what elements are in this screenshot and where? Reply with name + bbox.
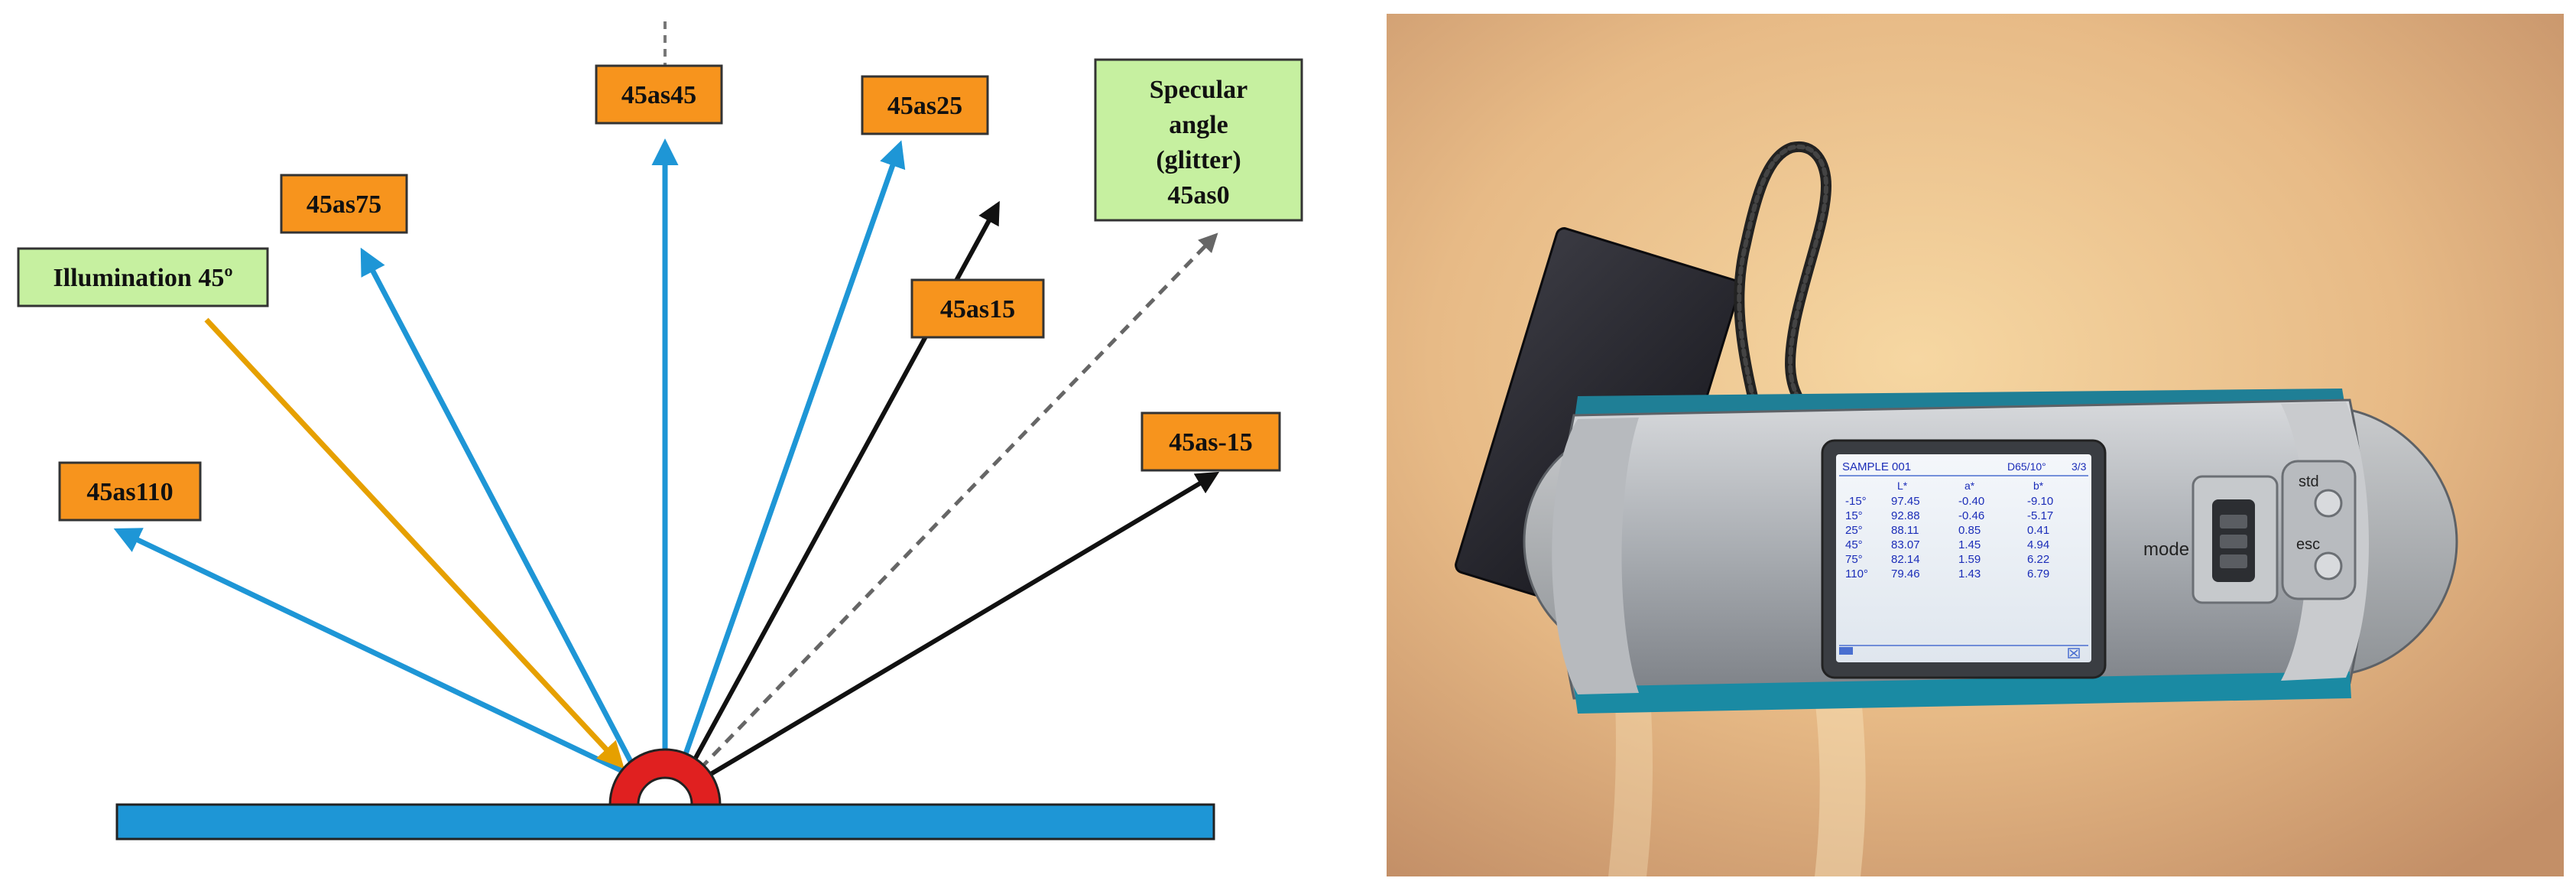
screen-cell: -15° bbox=[1845, 495, 1867, 508]
screen-cell: 83.07 bbox=[1891, 538, 1920, 551]
mode-switch[interactable] bbox=[2192, 475, 2279, 604]
label-45as45: 45as45 bbox=[595, 64, 723, 125]
label-45as-15: 45as-15 bbox=[1140, 411, 1281, 472]
diagram-svg: Illumination 45º 45as110 45as75 45as45 4… bbox=[17, 21, 1303, 841]
screen-sample-id: SAMPLE 001 bbox=[1842, 460, 1911, 473]
screen-cell: 15° bbox=[1845, 509, 1863, 522]
arrow-45as-15 bbox=[709, 471, 1220, 776]
screen-cell: 79.46 bbox=[1891, 567, 1920, 580]
screen-cell: 88.11 bbox=[1891, 524, 1919, 537]
esc-button[interactable]: esc bbox=[2296, 536, 2343, 580]
label-45as110: 45as110 bbox=[58, 461, 202, 522]
esc-label: esc bbox=[2296, 536, 2320, 553]
screen-cell: -9.10 bbox=[2027, 495, 2053, 508]
svg-text:Illumination 45º: Illumination 45º bbox=[53, 264, 232, 292]
screen-cell: -5.17 bbox=[2027, 509, 2053, 522]
screen-cell: 45° bbox=[1845, 538, 1863, 551]
std-label: std bbox=[2299, 473, 2319, 490]
svg-text:45as45: 45as45 bbox=[621, 81, 696, 109]
screen-cell: 6.79 bbox=[2027, 567, 2049, 580]
screen-cell: -0.40 bbox=[1958, 495, 1984, 508]
mode-label: mode bbox=[2143, 539, 2189, 560]
screen-cell: 92.88 bbox=[1891, 509, 1920, 522]
svg-text:(glitter): (glitter) bbox=[1156, 146, 1241, 174]
screen-scroll-indicator bbox=[1839, 647, 1853, 655]
arrow-specular bbox=[699, 233, 1218, 770]
svg-text:45as15: 45as15 bbox=[940, 295, 1015, 324]
screen-header: b* bbox=[2033, 480, 2044, 492]
screen-cell: 0.85 bbox=[1958, 524, 1981, 537]
screen-close-icon bbox=[2068, 648, 2080, 658]
device-photo: SAMPLE 001 D65/10° 3/3 L* a* b* -15° 97.45 -… bbox=[1387, 14, 2564, 876]
sample-surface bbox=[115, 803, 1215, 841]
wrist-strap bbox=[1734, 141, 1832, 405]
screen-cell: 25° bbox=[1845, 524, 1863, 537]
screen-illuminant: D65/10° bbox=[2007, 460, 2046, 473]
arrow-45as25 bbox=[679, 140, 906, 766]
hemisphere-marker bbox=[608, 748, 722, 806]
screen-cell: 110° bbox=[1845, 567, 1868, 580]
photo-svg: SAMPLE 001 D65/10° 3/3 L* a* b* -15° 97.45 -… bbox=[1387, 14, 2564, 876]
measurement-geometry-diagram: Illumination 45º 45as110 45as75 45as45 4… bbox=[17, 21, 1303, 841]
screen-page: 3/3 bbox=[2072, 460, 2087, 473]
screen-cell: 97.45 bbox=[1891, 495, 1920, 508]
screen-cell: 1.45 bbox=[1958, 538, 1981, 551]
label-45as25: 45as25 bbox=[861, 75, 989, 135]
screen-cell: 82.14 bbox=[1891, 553, 1920, 566]
svg-text:45as-15: 45as-15 bbox=[1169, 428, 1253, 457]
screen-cell: 75° bbox=[1845, 553, 1863, 566]
svg-text:Specular: Specular bbox=[1150, 76, 1247, 104]
svg-text:45as110: 45as110 bbox=[86, 478, 173, 506]
arrow-45as75 bbox=[360, 247, 638, 770]
label-illumination: Illumination 45º bbox=[17, 247, 269, 307]
spectrophotometer-device: SAMPLE 001 D65/10° 3/3 L* a* b* -15° 97.45 -… bbox=[1523, 389, 2458, 714]
screen-cell: 1.43 bbox=[1958, 567, 1981, 580]
svg-text:45as0: 45as0 bbox=[1167, 181, 1229, 210]
screen-cell: 4.94 bbox=[2027, 538, 2049, 551]
arrow-45as110 bbox=[113, 528, 627, 776]
label-45as15: 45as15 bbox=[910, 278, 1045, 339]
svg-text:45as25: 45as25 bbox=[887, 92, 962, 120]
screen-cell: -0.46 bbox=[1958, 509, 1984, 522]
std-button[interactable]: std bbox=[2299, 473, 2343, 518]
label-specular-angle: Specular angle (glitter) 45as0 bbox=[1094, 58, 1303, 222]
screen-cell: 6.22 bbox=[2027, 553, 2049, 566]
screen-header: a* bbox=[1964, 480, 1975, 492]
arrow-illumination bbox=[204, 317, 625, 769]
svg-text:angle: angle bbox=[1169, 111, 1228, 139]
label-45as75: 45as75 bbox=[280, 174, 408, 234]
screen-header: L* bbox=[1897, 480, 1908, 492]
screen-cell: 0.41 bbox=[2027, 524, 2049, 537]
lcd-screen: SAMPLE 001 D65/10° 3/3 L* a* b* -15° 97.45 -… bbox=[1836, 454, 2091, 662]
svg-text:45as75: 45as75 bbox=[307, 190, 381, 219]
screen-cell: 1.59 bbox=[1958, 553, 1981, 566]
